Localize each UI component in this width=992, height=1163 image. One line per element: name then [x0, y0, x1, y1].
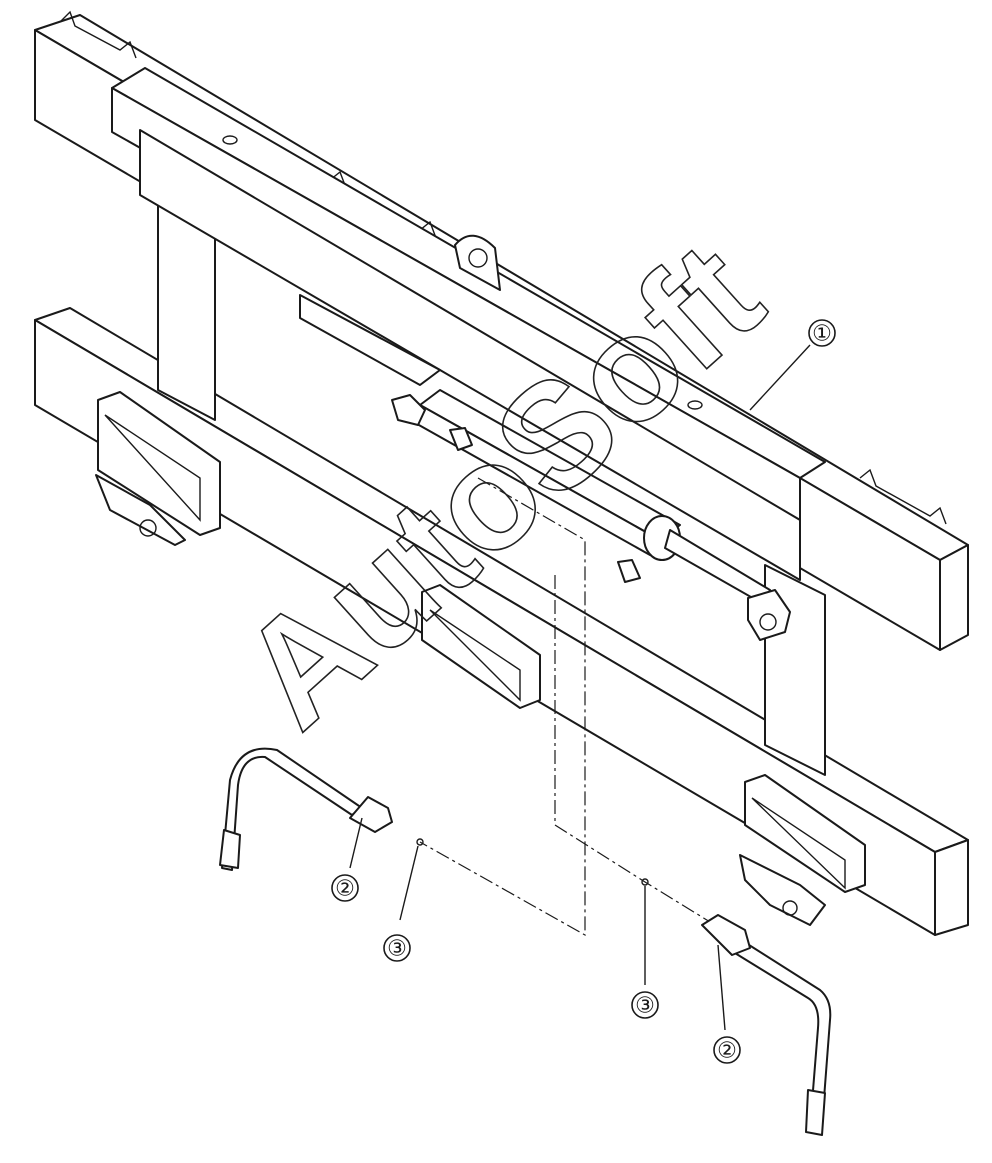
svg-text:③: ③ [635, 993, 655, 1018]
svg-text:②: ② [717, 1038, 737, 1063]
hanger-eye [454, 234, 501, 291]
lower-right-pad [739, 774, 866, 926]
assembly-centerlines [419, 477, 716, 937]
svg-text:①: ① [812, 321, 832, 346]
leader-lines [349, 344, 811, 1031]
center-pad [421, 584, 541, 709]
sideshift-cylinder [299, 294, 791, 641]
callout-3-right: ③ [631, 991, 659, 1019]
callout-1: ① [808, 319, 836, 347]
hose-right [641, 878, 832, 1136]
callout-3-left: ③ [383, 934, 411, 962]
hose-left [219, 747, 424, 871]
callout-2-right: ② [713, 1036, 741, 1064]
callout-2-left: ② [331, 874, 359, 902]
upper-left-pad [95, 391, 221, 546]
svg-text:③: ③ [387, 936, 407, 961]
svg-text:②: ② [335, 876, 355, 901]
